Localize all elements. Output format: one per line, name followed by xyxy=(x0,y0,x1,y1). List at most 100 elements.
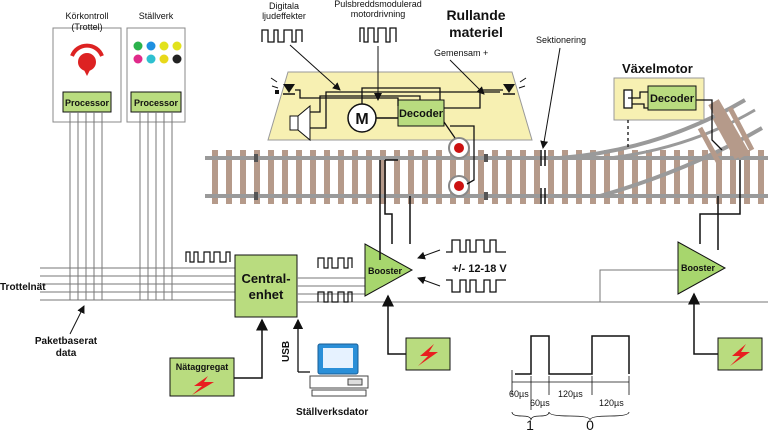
paketbaserat-label-1: Paketbaserat xyxy=(35,336,98,347)
rail-joiner xyxy=(254,154,258,162)
track-sleeper xyxy=(758,150,764,204)
pickup-wheel-icon xyxy=(454,143,464,153)
rail-joiner xyxy=(484,154,488,162)
rullande-label-1: Rullande xyxy=(446,7,505,23)
track-sleeper xyxy=(590,150,596,204)
throttle-processor-box xyxy=(62,91,112,113)
pwm-label-1: Pulsbreddsmodulerad xyxy=(334,0,422,9)
rail-joiner xyxy=(254,192,258,200)
timing-120-1: 120µs xyxy=(558,389,583,399)
track-sleeper xyxy=(394,150,400,204)
trottelnat-label: Trottelnät xyxy=(0,282,46,293)
central-unit-box xyxy=(234,254,298,318)
switch-coil-icon xyxy=(623,89,648,109)
track-waveform-bottom-icon xyxy=(446,279,506,293)
motor-icon: M xyxy=(347,103,377,133)
computer-icon xyxy=(309,343,369,397)
track-sleeper xyxy=(352,150,358,204)
switch-decoder-box xyxy=(647,85,697,111)
loco-decoder-box xyxy=(397,99,445,127)
stallverk-label: Ställverk xyxy=(139,11,174,21)
natagg-box xyxy=(169,357,235,397)
digital-waveform-icon xyxy=(261,29,303,43)
bolt-icon xyxy=(192,376,214,395)
rullande-label-2: materiel xyxy=(449,24,503,40)
central-label-1: Central- xyxy=(241,271,290,286)
track-sleeper xyxy=(254,150,260,204)
processor-1-label: Processor xyxy=(65,98,110,108)
central-label-2: enhet xyxy=(249,287,284,302)
stallverksdator-label: Ställverksdator xyxy=(296,407,368,418)
led-icon xyxy=(270,77,295,95)
track-sleeper xyxy=(366,150,372,204)
trottel-label: (Trottel) xyxy=(71,22,102,32)
track-sleeper xyxy=(520,150,526,204)
track-sleeper xyxy=(674,150,680,204)
track-sleeper xyxy=(646,150,652,204)
loco-decoder-label: Decoder xyxy=(399,108,444,120)
track-sleeper xyxy=(576,150,582,204)
timing-60-1: 60µs xyxy=(509,389,529,399)
track-sleeper xyxy=(744,150,750,204)
led-icon xyxy=(503,77,527,95)
processor-2-label: Processor xyxy=(134,98,179,108)
korkontroll-label: Körkontroll xyxy=(65,11,108,21)
booster-2-label: Booster xyxy=(681,263,716,273)
track-sleeper xyxy=(618,150,624,204)
voltage-label: +/- 12-18 V xyxy=(452,263,507,275)
track-waveform-top-icon xyxy=(446,239,506,253)
trottelnat-bus xyxy=(40,112,235,301)
usb-label: USB xyxy=(281,341,292,362)
bus-waveform-icon xyxy=(185,251,231,263)
booster-1-label: Booster xyxy=(368,266,403,276)
track-sleeper xyxy=(282,150,288,204)
speaker-icon xyxy=(289,104,311,142)
bolt-icon xyxy=(418,344,438,366)
dcc-bit-waveform xyxy=(515,335,630,375)
pwm-label-2: motordrivning xyxy=(351,9,406,19)
booster-2-power-box xyxy=(717,337,763,371)
track-sleeper xyxy=(702,150,708,204)
track-sleeper xyxy=(548,150,554,204)
pwm-waveform-icon xyxy=(359,27,397,43)
switch-throw-bar xyxy=(708,99,750,159)
track-sleeper xyxy=(436,150,442,204)
digitala-label-2: ljudeffekter xyxy=(262,11,306,21)
track-sleeper xyxy=(478,150,484,204)
track-sleeper xyxy=(380,150,386,204)
track-sleeper xyxy=(604,150,610,204)
sektionering-label: Sektionering xyxy=(536,35,586,45)
track-sleeper xyxy=(688,150,694,204)
turnout-point-rail xyxy=(609,108,756,160)
track-sleeper xyxy=(310,150,316,204)
paketbaserat-label-2: data xyxy=(56,348,77,359)
digitala-label-1: Digitala xyxy=(269,1,299,11)
booster-2-triangle xyxy=(677,241,727,295)
rail-joiner xyxy=(484,192,488,200)
bolt-icon xyxy=(730,344,750,366)
central-waveform-bottom-icon xyxy=(317,291,353,303)
track-sleeper xyxy=(226,150,232,204)
turnout-sleepers xyxy=(697,106,755,167)
timing-120-2: 120µs xyxy=(599,398,624,408)
central-waveform-top-icon xyxy=(317,257,353,269)
track-sleeper xyxy=(730,150,736,204)
track-sleeper xyxy=(492,150,498,204)
timing-60-2: 60µs xyxy=(530,398,550,408)
bit-one-label: 1 xyxy=(526,417,534,430)
track-sleeper xyxy=(296,150,302,204)
track-sleeper xyxy=(506,150,512,204)
track-sleeper xyxy=(212,150,218,204)
track-sleeper xyxy=(534,150,540,204)
track-sleeper xyxy=(716,150,722,204)
control-buttons-icon xyxy=(133,41,182,64)
track-sleeper xyxy=(464,150,470,204)
booster-1-triangle xyxy=(364,243,414,297)
pickup-wheel-icon xyxy=(454,181,464,191)
switch-decoder-label: Decoder xyxy=(650,93,695,105)
bit-zero-label: 0 xyxy=(586,417,594,430)
track-sleeper xyxy=(324,150,330,204)
track-sleeper xyxy=(268,150,274,204)
track-sleeper xyxy=(408,150,414,204)
